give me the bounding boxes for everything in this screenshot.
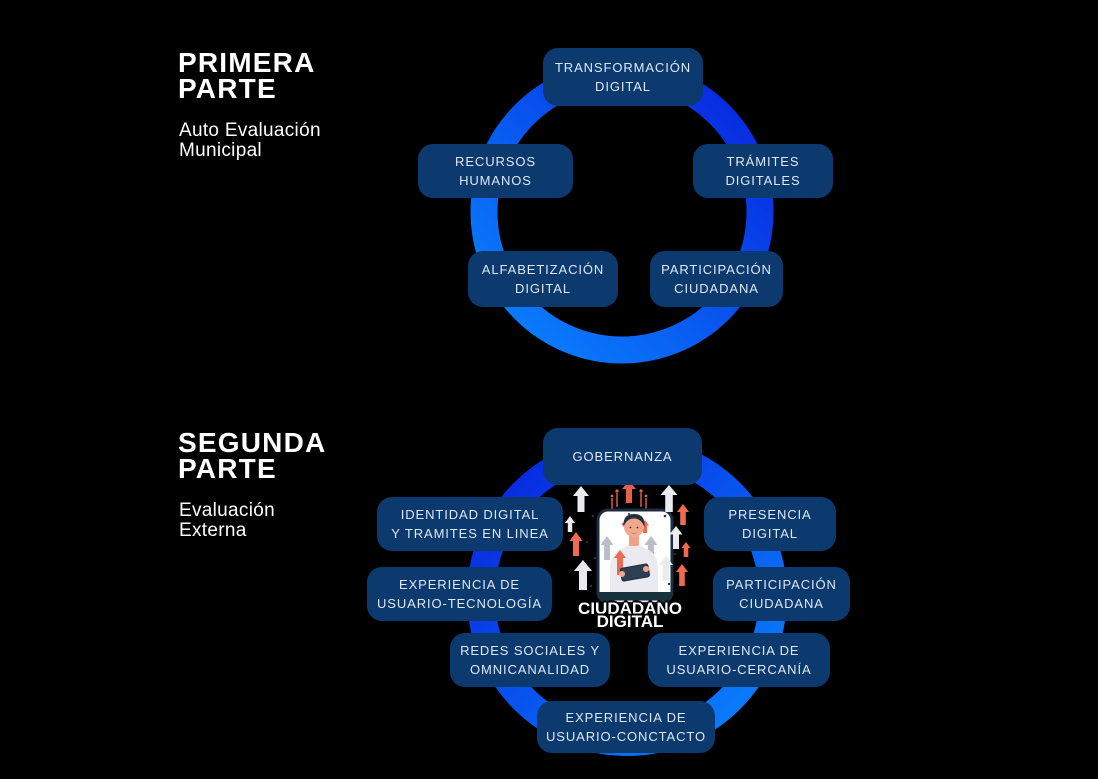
ciudadano-digital-label: CIUDADANO DIGITAL: [578, 599, 682, 631]
node-participacion-ciudadana-2: PARTICIPACIÓN CIUDADANA: [713, 567, 850, 621]
node-presencia-digital: PRESENCIA DIGITAL: [704, 497, 836, 551]
node-participacion-ciudadana-1: PARTICIPACIÓN CIUDADANA: [650, 251, 783, 307]
part1-ring: [470, 60, 774, 364]
node-experiencia-usuario-conctacto: EXPERIENCIA DE USUARIO-CONCTACTO: [537, 701, 715, 753]
node-experiencia-usuario-cercania: EXPERIENCIA DE USUARIO-CERCANÍA: [648, 633, 830, 687]
up-arrows: [565, 485, 691, 590]
node-transformacion-digital: TRANSFORMACIÓN DIGITAL: [543, 48, 703, 106]
desk: [599, 592, 671, 601]
node-identidad-digital-tramites: IDENTIDAD DIGITAL Y TRAMITES EN LINEA: [377, 497, 563, 551]
scatter-dots: [585, 514, 677, 588]
node-gobernanza: GOBERNANZA: [543, 428, 702, 485]
node-redes-sociales-omnicanalidad: REDES SOCIALES Y OMNICANALIDAD: [450, 633, 610, 687]
part1-subheading: Auto Evaluación Municipal: [179, 120, 321, 161]
node-tramites-digitales: TRÁMITES DIGITALES: [693, 144, 833, 198]
part2-subheading: Evaluación Externa: [179, 500, 275, 541]
part2-heading: SEGUNDA PARTE: [178, 427, 327, 484]
circuit-arrow-icon: [610, 481, 648, 509]
node-alfabetizacion-digital: ALFABETIZACIÓN DIGITAL: [468, 251, 618, 307]
node-experiencia-usuario-tecnologia: EXPERIENCIA DE USUARIO-TECNOLOGÍA: [367, 567, 552, 621]
node-recursos-humanos: RECURSOS HUMANOS: [418, 144, 573, 198]
person-figure: [610, 514, 658, 602]
part1-heading: PRIMERA PARTE: [178, 47, 316, 104]
ciudadano-digital-illustration: [565, 481, 691, 604]
